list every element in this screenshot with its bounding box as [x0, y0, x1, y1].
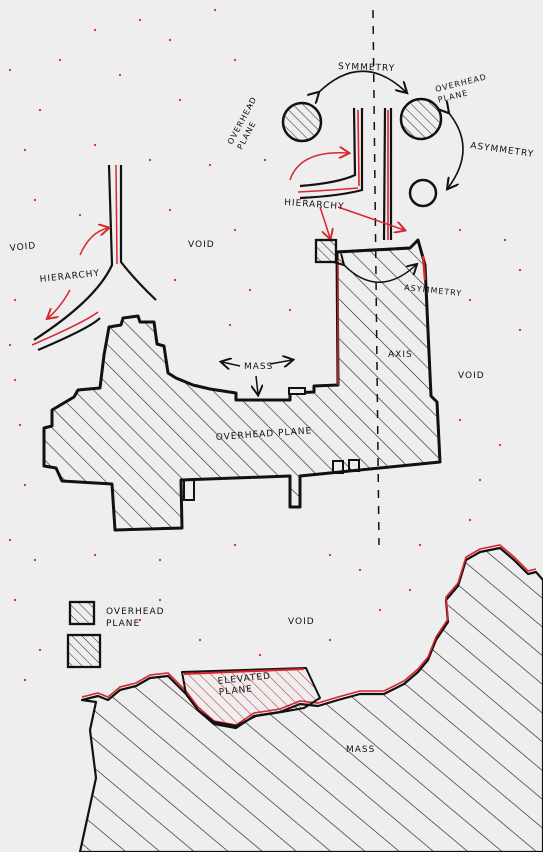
terrain-mass: [78, 546, 543, 852]
label-hierarchy-left: HIERARCHY: [39, 269, 100, 285]
left-corridor: [31, 164, 157, 352]
label-hierarchy-top: HIERARCHY: [284, 198, 345, 212]
void-dots: [8, 8, 522, 682]
hierarchy-arrow-right: [337, 206, 404, 230]
label-mass-bottom: MASS: [346, 745, 375, 755]
label-axis: AXIS: [388, 350, 413, 360]
label-void-bottom: VOID: [288, 617, 315, 627]
label-void-center: VOID: [188, 240, 215, 250]
asymmetry-arrow-right: [448, 112, 464, 188]
asymmetry-circle-small: [408, 178, 438, 208]
hierarchy-arrow-down: [319, 206, 330, 238]
label-overhead-plane-top-right: OVERHEADPLANE: [434, 72, 490, 104]
overhead-plane-circle-right: [399, 97, 443, 141]
label-symmetry: SYMMETRY: [338, 62, 395, 74]
legend-swatch-1: [68, 600, 96, 626]
asymmetry-arrow-mid: [343, 264, 416, 283]
label-void-right: VOID: [458, 371, 485, 381]
label-overhead-plane-top-left: OVERHEADPLANE: [226, 95, 269, 151]
central-corridor: [297, 107, 393, 241]
symmetry-arrow: [318, 70, 406, 93]
mass-arrow-right: [269, 360, 292, 364]
overhead-plane-circle-left: [281, 101, 323, 143]
label-mass-mid: MASS: [244, 362, 273, 372]
legend-text: OVERHEAD: [106, 607, 165, 617]
label-legend-overhead-plane: OVERHEAD PLANE: [106, 607, 168, 629]
hierarchy-arrow-left-down: [48, 289, 71, 318]
label-void-left: VOID: [9, 241, 37, 254]
legend-swatch-2: [66, 633, 102, 669]
hierarchy-arrow-top: [289, 153, 348, 181]
mass-arrow-down: [256, 375, 258, 394]
small-square-block: [314, 238, 338, 264]
hierarchy-arrow-left: [79, 228, 108, 256]
mass-arrow-left: [222, 362, 241, 366]
main-footprint: [42, 238, 442, 532]
label-asymmetry-right: ASYMMETRY: [470, 141, 535, 160]
elevated-plane: [181, 667, 321, 727]
